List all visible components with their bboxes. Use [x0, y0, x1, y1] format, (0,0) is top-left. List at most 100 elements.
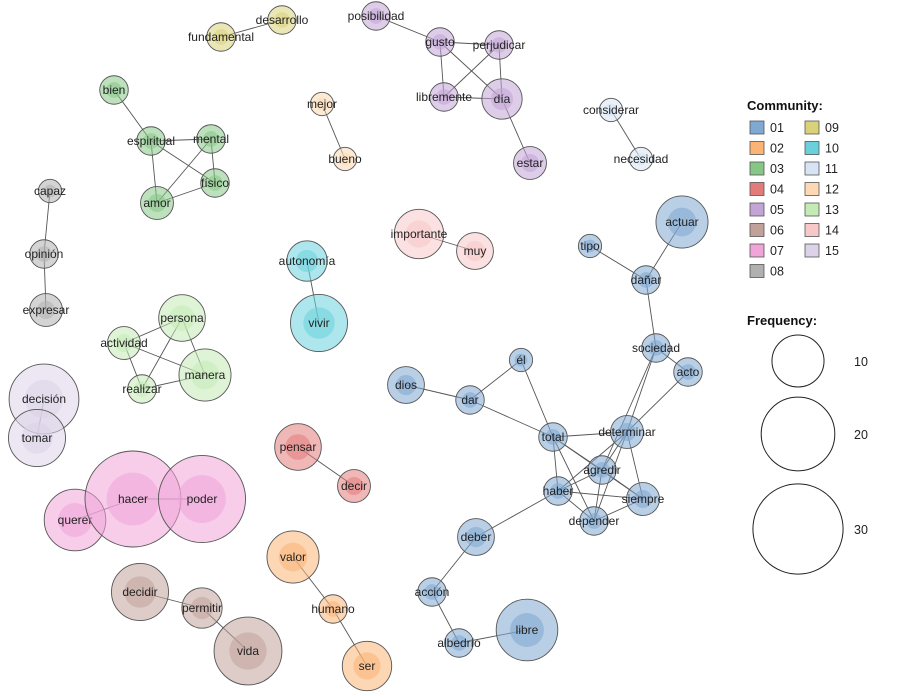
node-core [550, 483, 566, 499]
legend-item-14: 14 [804, 223, 839, 238]
node-sociedad[interactable]: sociedad [632, 333, 680, 363]
node-label: día [494, 92, 511, 106]
node-hacer[interactable]: hacer [84, 450, 182, 548]
frequency-legend-title: Frequency: [747, 313, 817, 328]
node-posibilidad[interactable]: posibilidad [348, 1, 405, 31]
node-siempre[interactable]: siempre [622, 482, 665, 516]
node-label: hacer [118, 492, 148, 506]
node-label: valor [280, 550, 306, 564]
node-label: humano [311, 602, 355, 616]
node-desarrollo[interactable]: desarrollo [256, 5, 309, 35]
node-dar[interactable]: dar [455, 385, 485, 415]
node-muy[interactable]: muy [456, 232, 494, 270]
node-label: necesidad [614, 152, 669, 166]
node-permitir[interactable]: permitir [181, 587, 223, 629]
node-considerar[interactable]: considerar [583, 97, 639, 123]
node-libremente[interactable]: libremente [416, 82, 472, 112]
node-core [633, 489, 653, 509]
legend-label: 09 [825, 121, 839, 135]
node-depender[interactable]: depender [569, 506, 620, 536]
node-vida[interactable]: vida [213, 616, 283, 686]
node-tomar[interactable]: tomar [8, 409, 66, 467]
legend-item-11: 11 [804, 161, 838, 176]
community-legend-title: Community: [747, 98, 823, 113]
node-estar[interactable]: estar [513, 146, 547, 180]
node-core [213, 29, 229, 45]
node-core [667, 207, 697, 237]
node-label: albedrío [437, 636, 481, 650]
legend-swatch [804, 161, 820, 176]
legend-swatch [749, 223, 765, 237]
node-humano[interactable]: humano [311, 594, 355, 624]
node-core [106, 82, 122, 98]
node-albedrío[interactable]: albedrío [437, 628, 481, 658]
legend-item-07: 07 [749, 243, 784, 258]
node-bueno[interactable]: bueno [328, 146, 362, 172]
node-deber[interactable]: deber [457, 518, 495, 556]
node-core [465, 526, 487, 548]
node-autonomía[interactable]: autonomía [279, 240, 336, 282]
legend-item-03: 03 [749, 161, 784, 176]
node-vivir[interactable]: vivir [290, 294, 348, 352]
node-agredir[interactable]: agredir [583, 455, 621, 485]
node-manera[interactable]: manera [178, 348, 232, 402]
legend-label: 11 [825, 162, 838, 176]
node-actividad[interactable]: actividad [100, 326, 148, 360]
node-decir[interactable]: decir [337, 469, 371, 503]
node-necesidad[interactable]: necesidad [614, 146, 669, 172]
node-label: vida [237, 644, 259, 658]
node-día[interactable]: día [481, 78, 523, 120]
node-amor[interactable]: amor [140, 186, 174, 220]
node-label: deber [461, 530, 492, 544]
node-haber[interactable]: haber [543, 476, 574, 506]
node-label: desarrollo [256, 13, 309, 27]
node-ser[interactable]: ser [341, 640, 393, 692]
node-core [203, 131, 219, 147]
node-valor[interactable]: valor [266, 530, 320, 584]
node-determinar[interactable]: determinar [598, 415, 656, 449]
node-decidir[interactable]: decidir [111, 563, 169, 621]
node-core [545, 429, 561, 445]
node-core [178, 475, 226, 523]
node-total[interactable]: total [538, 422, 568, 452]
node-label: determinar [598, 425, 655, 439]
legend-label: 02 [770, 142, 784, 156]
node-dios[interactable]: dios [387, 366, 425, 404]
node-libre[interactable]: libre [495, 598, 559, 662]
node-mental[interactable]: mental [193, 124, 229, 154]
node-mejor[interactable]: mejor [307, 91, 337, 117]
legend-swatch [749, 264, 765, 278]
node-acto[interactable]: acto [673, 357, 703, 387]
node-core [594, 462, 610, 478]
node-opinión[interactable]: opinión [25, 239, 64, 269]
node-expresar[interactable]: expresar [23, 293, 70, 327]
node-persona[interactable]: persona [158, 294, 206, 342]
node-dañar[interactable]: dañar [631, 265, 662, 295]
node-perjudicar[interactable]: perjudicar [473, 30, 526, 60]
node-core [124, 576, 156, 608]
node-capaz[interactable]: capaz [34, 178, 66, 204]
node-físico[interactable]: físico [200, 168, 230, 198]
node-bien[interactable]: bien [99, 75, 129, 105]
frequency-item-30: 30 [752, 483, 868, 575]
node-fundamental[interactable]: fundamental [188, 22, 254, 52]
legend-swatch [804, 223, 820, 237]
node-él[interactable]: él [508, 347, 534, 373]
node-tipo[interactable]: tipo [577, 233, 603, 259]
node-pensar[interactable]: pensar [274, 423, 322, 471]
node-realizar[interactable]: realizar [122, 374, 162, 404]
node-actuar[interactable]: actuar [655, 195, 709, 249]
node-label: sociedad [632, 341, 680, 355]
node-importante[interactable]: importante [391, 208, 448, 260]
node-espiritual[interactable]: espiritual [127, 126, 175, 156]
node-label: espiritual [127, 134, 175, 148]
legend-item-06: 06 [749, 223, 784, 238]
legend-item-02: 02 [749, 141, 784, 156]
legend-swatch [749, 141, 765, 155]
node-poder[interactable]: poder [157, 454, 247, 544]
node-acción[interactable]: acción [415, 577, 450, 607]
node-label: tomar [22, 431, 53, 445]
node-gusto[interactable]: gusto [425, 27, 455, 57]
